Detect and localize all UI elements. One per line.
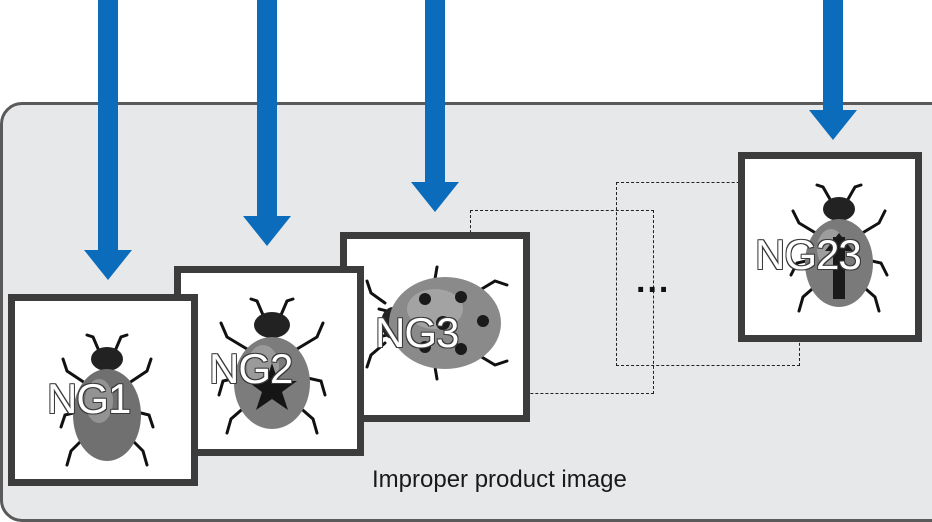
image-frame-ng1: NG1 <box>8 294 198 486</box>
ladybug-icon <box>789 183 889 313</box>
ladybug-icon <box>217 297 327 435</box>
image-frame-ng2: NG2 <box>174 266 364 456</box>
image-frame-ng23: NG23 <box>738 152 922 342</box>
sample-label: NG1 <box>47 375 131 422</box>
sample-label: NG23 <box>755 231 862 278</box>
ladybug-icon <box>365 265 509 381</box>
ellipsis: ... <box>636 262 671 300</box>
ladybug-icon <box>59 333 155 467</box>
caption: Improper product image <box>372 466 627 493</box>
sample-label: NG3 <box>375 309 459 356</box>
sample-label: NG2 <box>209 345 293 392</box>
image-frame-ng3: NG3 <box>340 232 530 422</box>
